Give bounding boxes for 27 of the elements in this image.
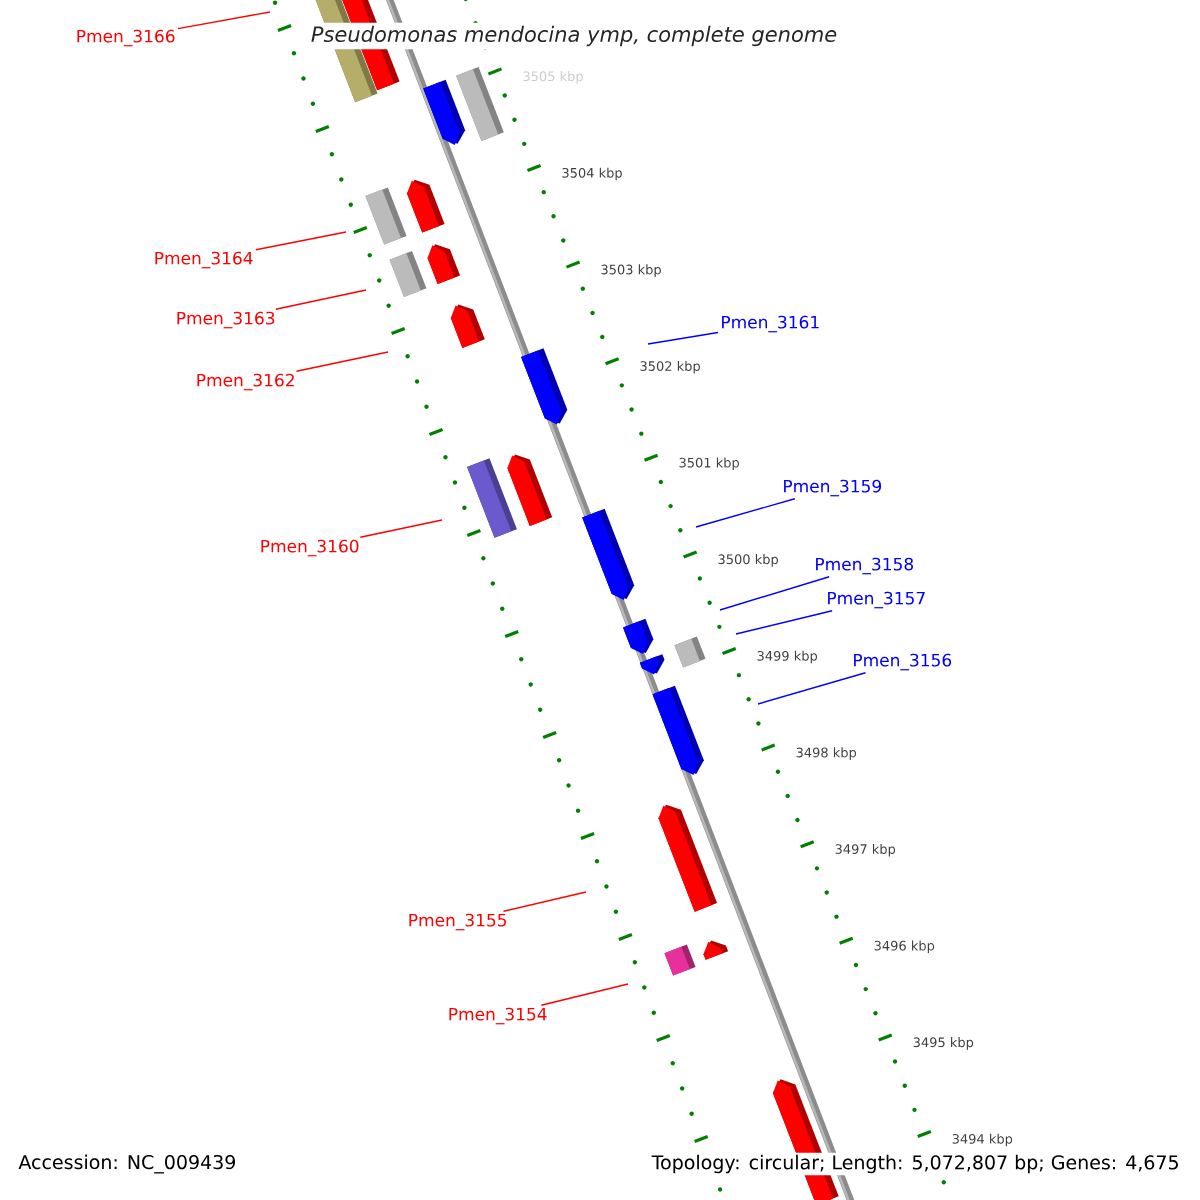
leader-line	[719, 576, 830, 611]
gene-label: Pmen_3155	[409, 913, 507, 931]
gene-label: Pmen_3162	[197, 373, 294, 391]
gene-label: Pmen_3156	[854, 653, 952, 671]
leader-line	[255, 231, 347, 251]
leader-line	[295, 351, 389, 372]
gene-label: Pmen_3160	[261, 539, 359, 557]
gene-label: Pmen_3157	[828, 591, 925, 609]
gene-label: Pmen_3158	[816, 557, 914, 575]
gene-label: Pmen_3159	[784, 479, 881, 497]
leader-line	[757, 672, 867, 705]
leader-line	[695, 498, 796, 528]
gene-label: Pmen_3163	[177, 311, 275, 329]
gene-label: Pmen_3161	[722, 315, 819, 333]
leader-line	[647, 331, 719, 345]
footer-text: Accession: NC_009439	[18, 1154, 235, 1174]
leader-line	[502, 891, 587, 912]
gene-label: Pmen_3164	[155, 251, 253, 269]
gene-label: Pmen_3154	[449, 1007, 547, 1025]
leader-line	[275, 289, 367, 310]
leader-line	[540, 983, 629, 1006]
leader-line	[359, 519, 443, 538]
leader-line	[177, 11, 271, 30]
footer-text: Topology: circular; Length: 5,072,807 bp; Genes: 4,675	[651, 1154, 1178, 1174]
leader-line	[735, 610, 833, 635]
title: Pseudomonas mendocina ymp, complete genome	[311, 25, 837, 47]
gene-label: Pmen_3166	[77, 29, 175, 47]
